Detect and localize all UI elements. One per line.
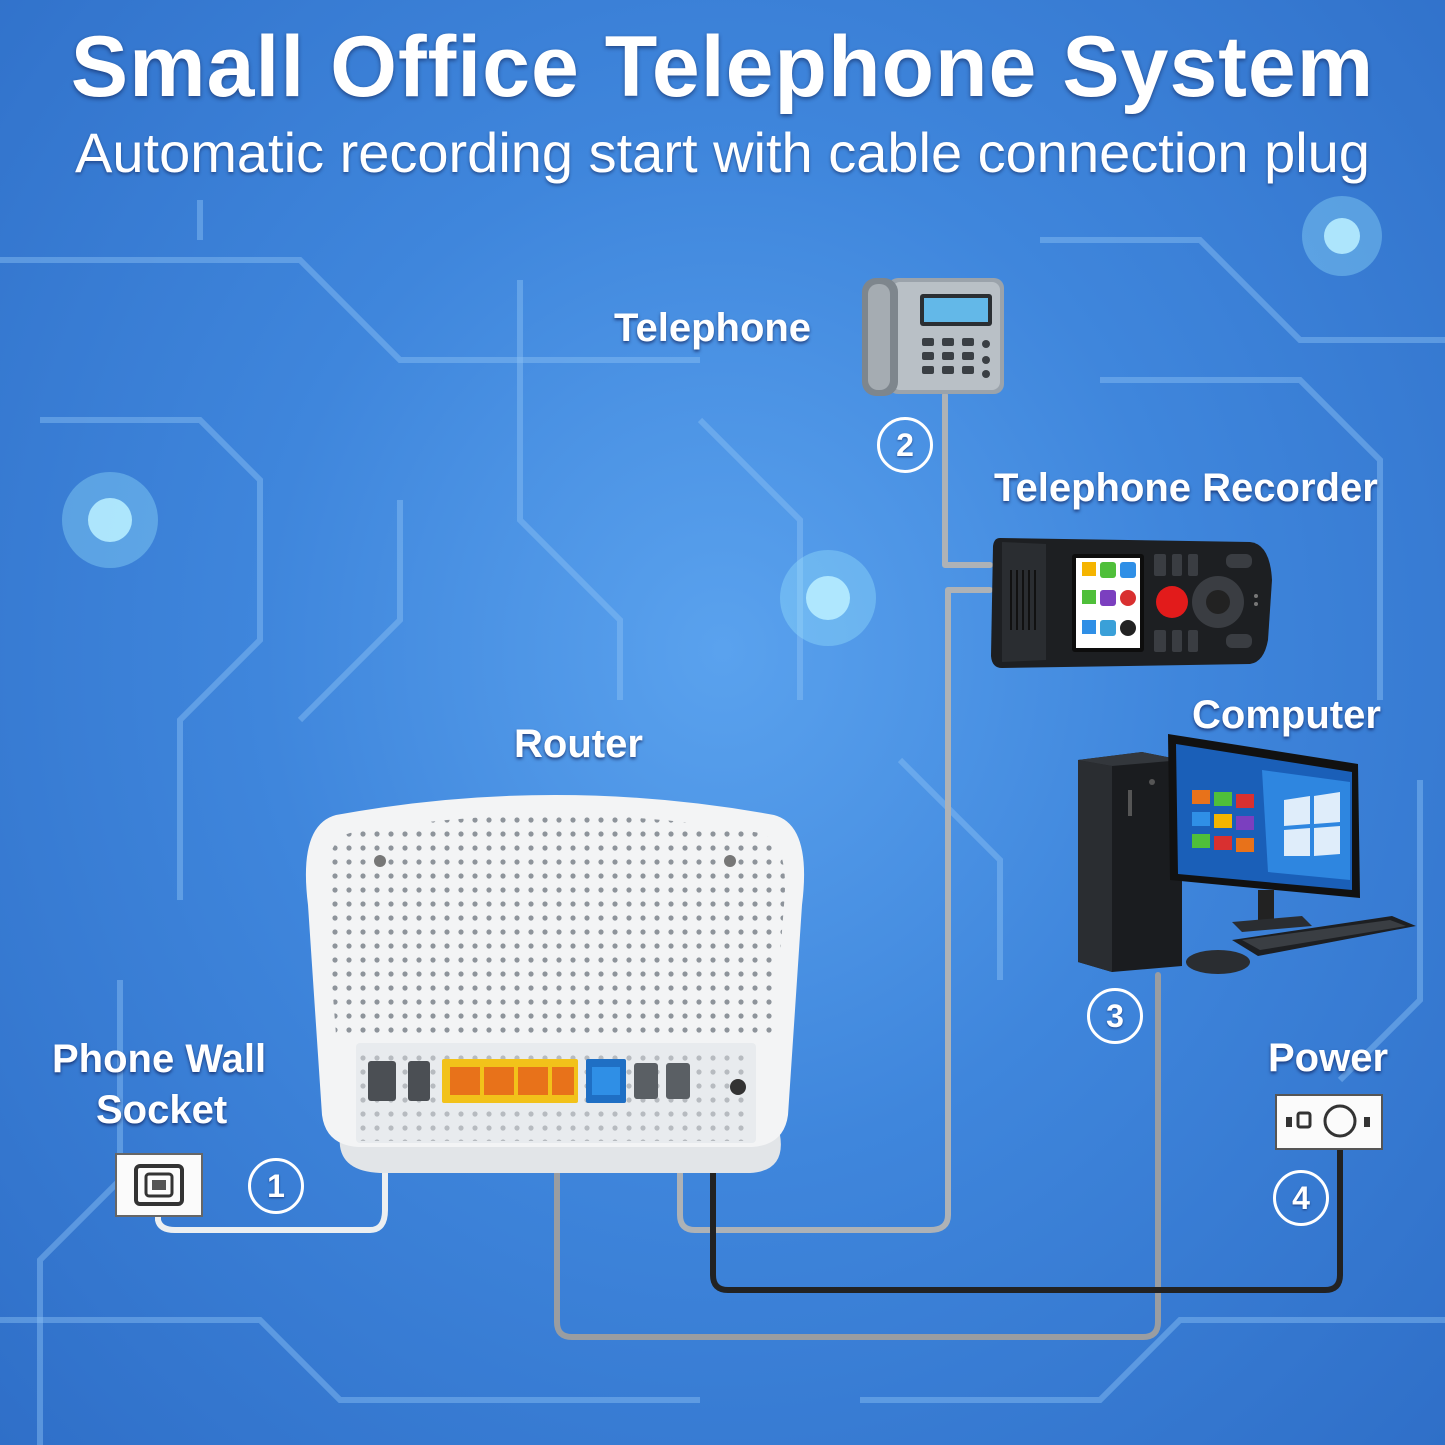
router-device-icon xyxy=(305,795,805,1173)
computer-label: Computer xyxy=(1192,693,1381,737)
wall-socket-icon xyxy=(115,1153,203,1217)
step-1-badge: 1 xyxy=(248,1158,304,1214)
recorder-label: Telephone Recorder xyxy=(994,466,1378,510)
telephone-icon xyxy=(862,278,1004,396)
computer-icon xyxy=(1078,734,1416,974)
recorder-device-icon xyxy=(991,538,1272,668)
page-subtitle: Automatic recording start with cable con… xyxy=(75,121,1370,184)
wire-phone-to-recorder xyxy=(942,392,993,568)
power-outlet-icon xyxy=(1275,1094,1383,1150)
page-title: Small Office Telephone System xyxy=(70,19,1375,115)
wall-socket-label-line1: Phone Wall xyxy=(52,1037,267,1081)
step-3-badge: 3 xyxy=(1087,988,1143,1044)
wire-router-to-computer xyxy=(554,972,1161,1340)
wire-wall-to-router xyxy=(155,1107,388,1233)
router-label: Router xyxy=(514,722,643,766)
telephone-label: Telephone xyxy=(614,306,812,350)
power-label: Power xyxy=(1268,1036,1389,1080)
step-4-badge: 4 xyxy=(1273,1170,1329,1226)
step-2-badge: 2 xyxy=(877,417,933,473)
wire-router-to-power xyxy=(710,1092,1343,1293)
wall-socket-label-line2: Socket xyxy=(96,1088,228,1132)
wire-recorder-to-router xyxy=(677,587,993,1233)
